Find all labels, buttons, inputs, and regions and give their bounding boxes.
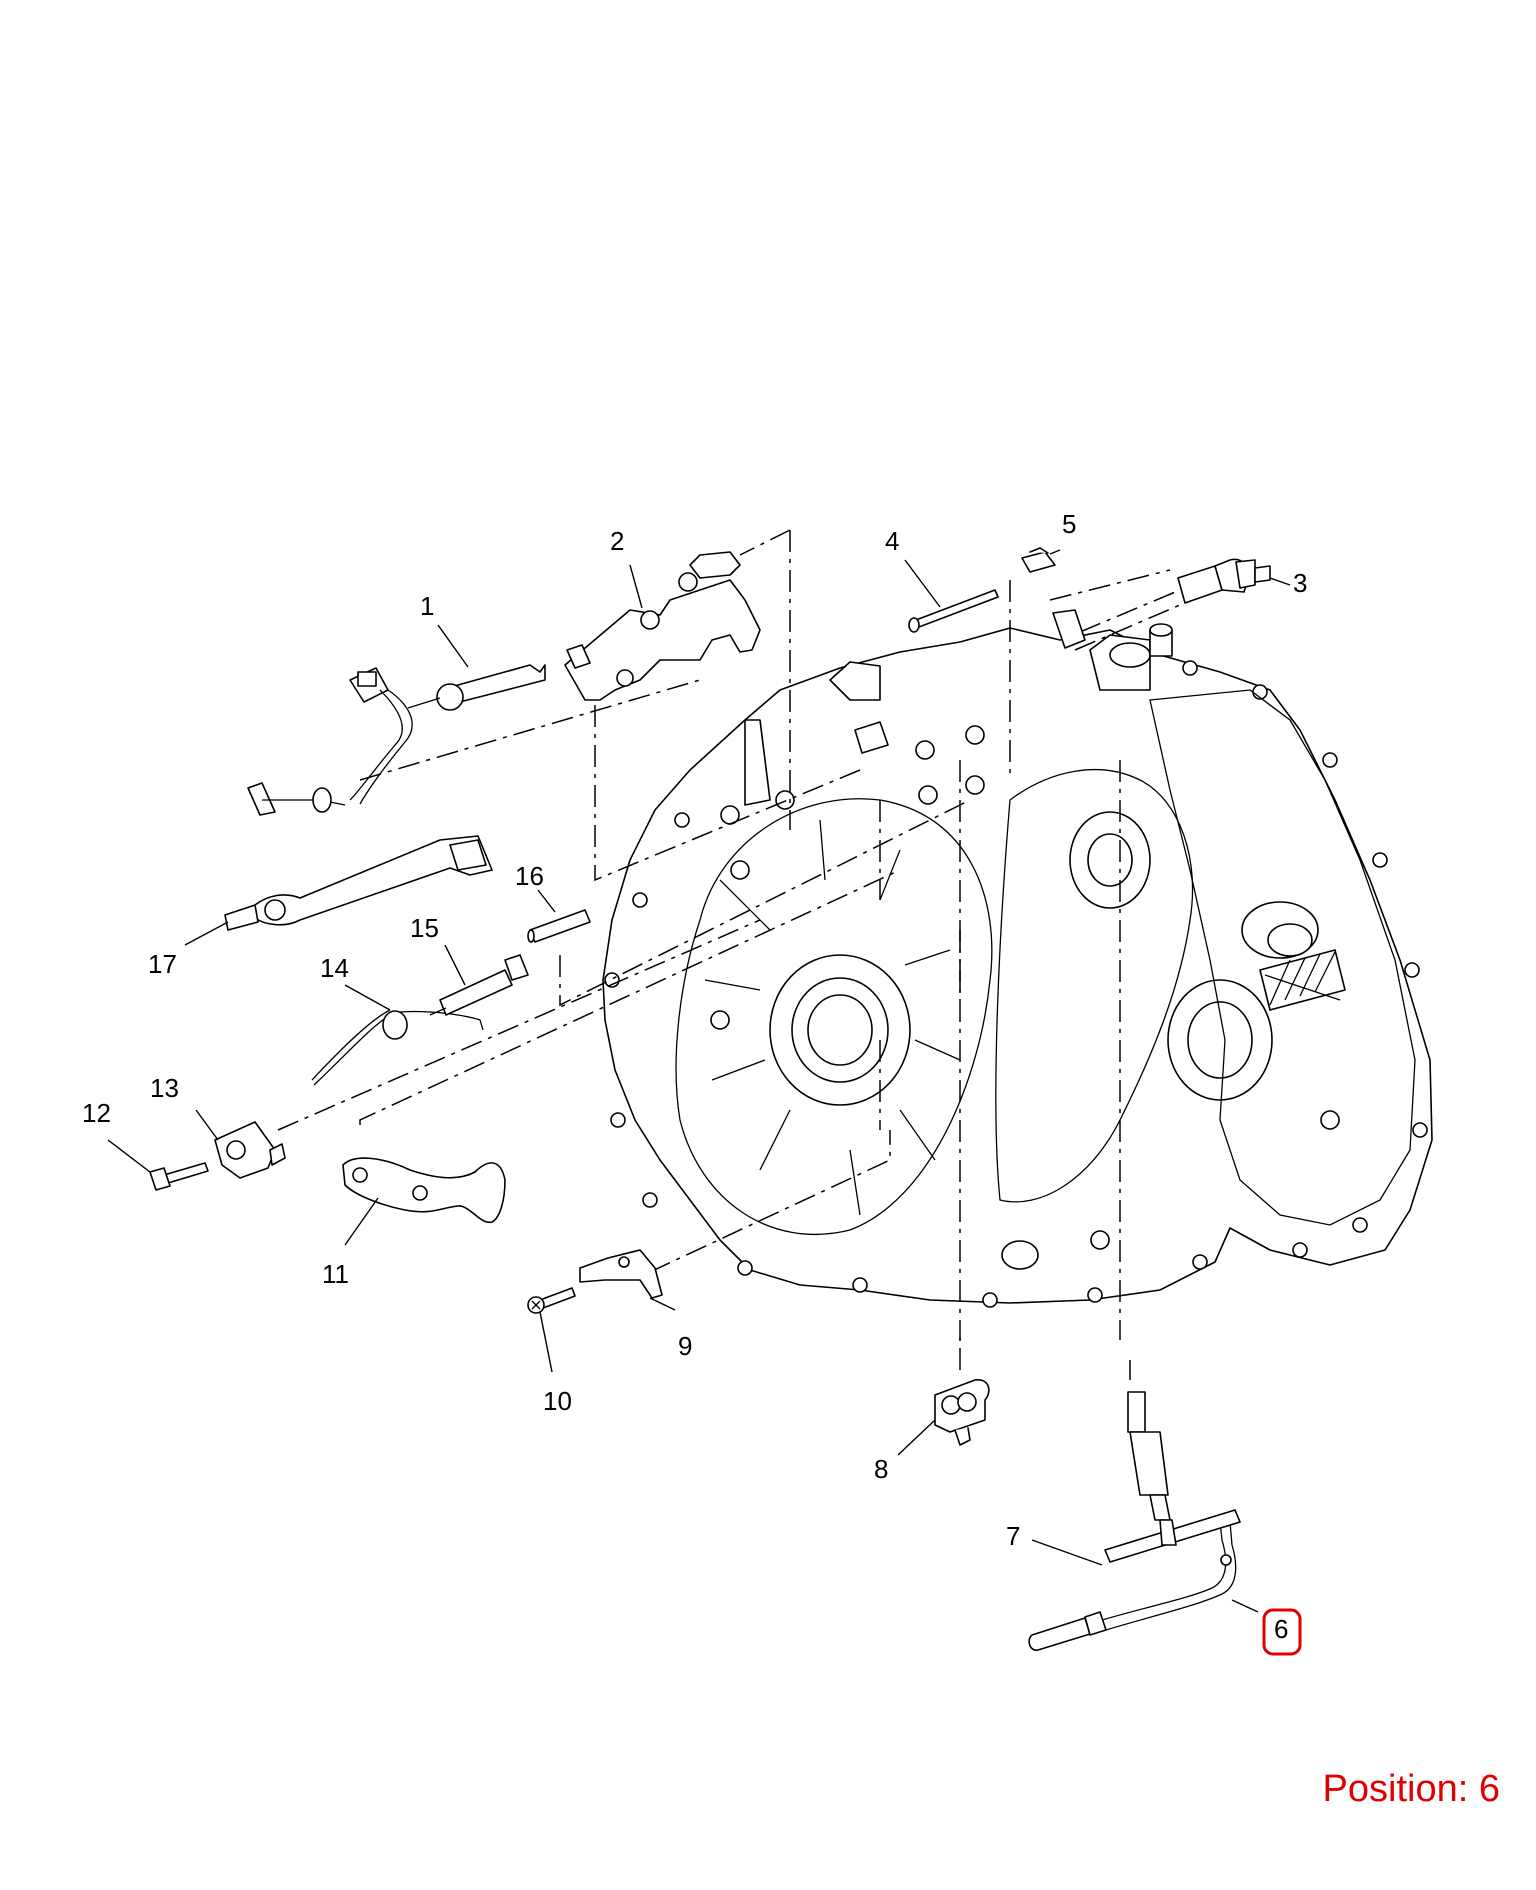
part-16-pin	[527, 909, 591, 943]
callout-16: 16	[515, 861, 544, 891]
callout-10: 10	[543, 1386, 572, 1416]
callout-4: 4	[885, 526, 899, 556]
position-label: Position: 6	[1322, 1768, 1500, 1810]
part-15-pin	[429, 954, 529, 1016]
part-2-bracket	[564, 551, 761, 701]
part-7-gasket-tube	[1104, 1391, 1241, 1563]
part-14-spring-clip	[311, 1009, 484, 1086]
callout-8: 8	[874, 1454, 888, 1484]
part-6-sensor-pipe	[1028, 1517, 1237, 1651]
callout-2: 2	[610, 526, 624, 556]
part-13-sensor	[214, 1121, 286, 1179]
callout-6: 6	[1274, 1614, 1288, 1644]
part-10-screw	[527, 1287, 576, 1314]
callout-9: 9	[678, 1331, 692, 1361]
callout-14: 14	[320, 953, 349, 983]
callout-7: 7	[1006, 1521, 1020, 1551]
callout-13: 13	[150, 1073, 179, 1103]
callout-15: 15	[410, 913, 439, 943]
callout-leaders	[107, 549, 1291, 1613]
part-3-connector	[1177, 558, 1271, 604]
transmission-housing	[602, 623, 1433, 1308]
part-9-bracket	[579, 1249, 663, 1299]
callout-17: 17	[148, 949, 177, 979]
part-17-lever	[224, 835, 493, 931]
part-4-bolt	[908, 589, 999, 633]
part-11-bracket	[342, 1157, 506, 1223]
callout-5: 5	[1062, 509, 1076, 539]
callout-12: 12	[82, 1098, 111, 1128]
part-5-clip	[1021, 547, 1086, 649]
callout-1: 1	[420, 591, 434, 621]
part-1-wiring-harness	[247, 664, 546, 816]
part-12-bolt	[149, 1162, 209, 1191]
callout-6-highlight	[1262, 1608, 1302, 1656]
alignment-lines	[277, 529, 1181, 1380]
callout-3: 3	[1293, 568, 1307, 598]
callout-11: 11	[322, 1259, 349, 1289]
part-8-plug	[934, 1379, 990, 1446]
callout-labels: 1 2 3 4 5 6 7 8 9 10 11 12 13 14 15 16 1…	[82, 509, 1307, 1644]
